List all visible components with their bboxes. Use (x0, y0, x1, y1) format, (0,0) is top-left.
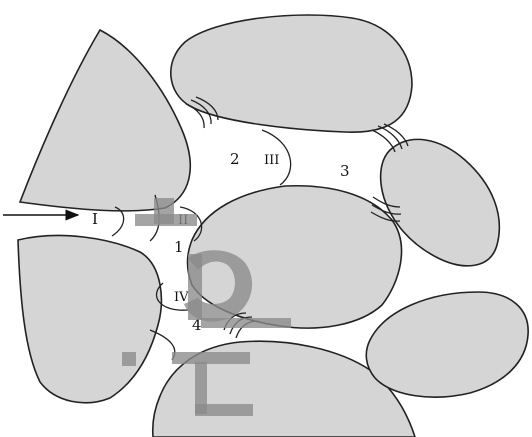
grain-upper-left (20, 30, 190, 211)
pore-2-label: 2 (230, 150, 240, 168)
meniscus-i-label: I (92, 210, 98, 228)
meniscus-iii-label: III (264, 153, 279, 168)
pore-1-label: 1 (174, 238, 184, 256)
grain-left-lower (18, 236, 161, 403)
grain-right-lower (366, 292, 528, 397)
pore-3-label: 3 (340, 162, 350, 180)
grain-top (171, 15, 412, 132)
meniscus-iv-label: IV (174, 290, 189, 305)
